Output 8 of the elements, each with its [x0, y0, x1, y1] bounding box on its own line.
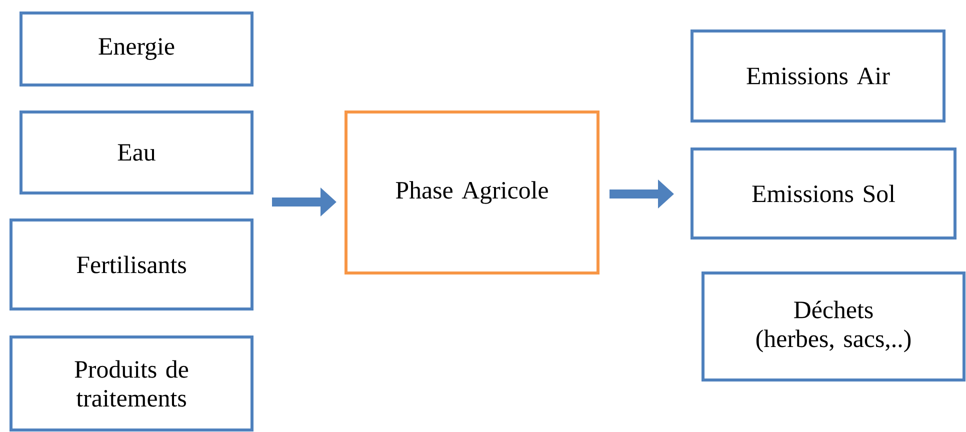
process-box: Emissions Sol	[690, 148, 956, 240]
process-box: Phase Agricole	[344, 110, 600, 274]
process-box: Produits de traitements	[10, 336, 254, 432]
process-box: Fertilisants	[10, 218, 254, 310]
process-box: Eau	[20, 110, 254, 194]
process-box: Déchets (herbes, sacs,..)	[702, 272, 966, 382]
process-box: Energie	[20, 12, 254, 86]
process-box: Emissions Air	[690, 30, 946, 122]
